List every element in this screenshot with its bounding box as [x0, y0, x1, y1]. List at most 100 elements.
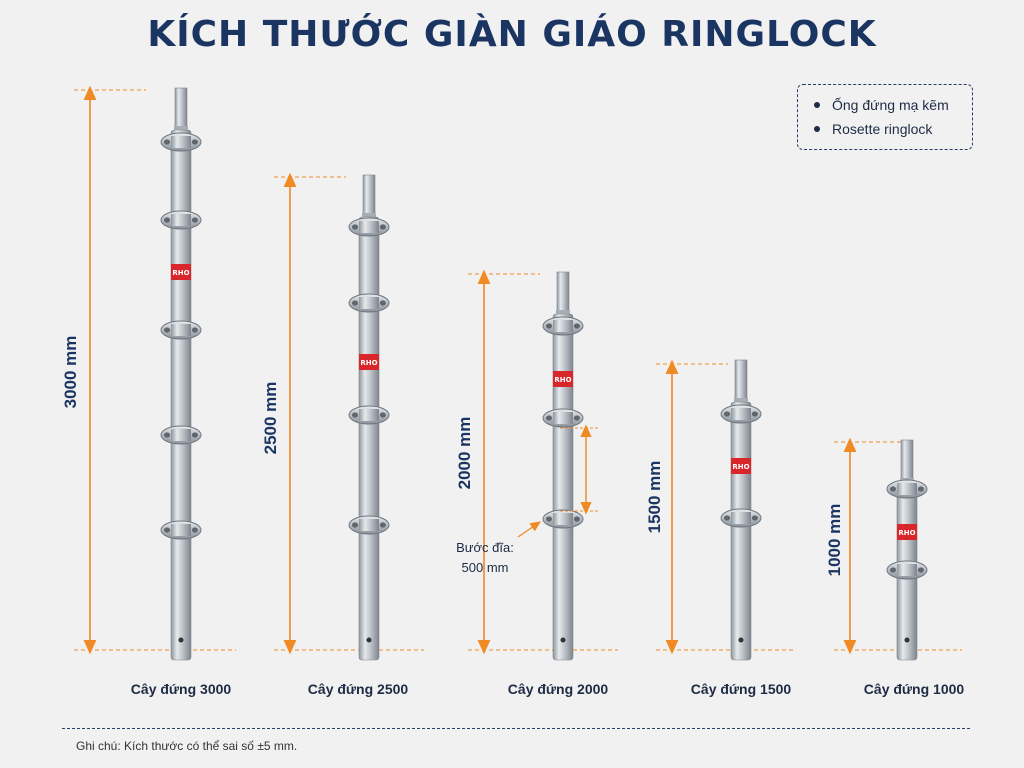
rosette-hole	[546, 516, 552, 522]
rosette-hub	[553, 320, 573, 332]
rosette-hole	[890, 486, 896, 492]
rosette-hole	[379, 412, 386, 418]
bottom-hole	[178, 637, 184, 643]
dimension-label-3000: 3000 mm	[61, 335, 80, 409]
rosette-hole	[191, 432, 198, 438]
spigot-collar	[734, 398, 748, 404]
rosette-hole	[164, 217, 170, 223]
bottom-hole	[560, 637, 566, 643]
dimension-label-1000: 1000 mm	[825, 503, 844, 577]
rosette-hole	[164, 327, 170, 333]
dimension-label-2000: 2000 mm	[455, 416, 474, 490]
rosette-hub	[731, 512, 751, 524]
post-tube-2500	[358, 216, 380, 661]
rosette-hole	[546, 323, 552, 329]
post-tube-2000	[552, 313, 574, 661]
page-title: KÍCH THƯỚC GIÀN GIÁO RINGLOCK	[147, 14, 877, 55]
rosette-hole	[191, 327, 198, 333]
rosette-hole	[352, 522, 358, 528]
footer-note: Ghi chú: Kích thước có thể sai số ±5 mm.	[76, 739, 298, 753]
brand-band	[359, 354, 379, 370]
arrow-icon	[517, 521, 541, 538]
post-caption-1000: Cây đứng 1000	[863, 681, 965, 697]
rosette-hole	[573, 415, 580, 421]
rosette-hole	[352, 224, 358, 230]
legend-item-pipe: Ống đứng mạ kẽm	[814, 93, 972, 117]
spigot-collar	[174, 126, 188, 132]
rosette-hole	[164, 139, 170, 145]
rosette-hole	[352, 412, 358, 418]
bullet-dot-icon	[814, 102, 820, 108]
rosette-hub	[359, 221, 379, 233]
rosette-hole	[751, 515, 758, 521]
spigot-3000	[174, 87, 188, 129]
rosette-hub	[171, 136, 191, 148]
rosette-hole	[191, 139, 198, 145]
bottom-hole	[904, 637, 910, 643]
spigot-1500	[734, 359, 748, 401]
rosette-hole	[546, 415, 552, 421]
dimension-label-2500: 2500 mm	[261, 381, 280, 455]
rosette-hub	[359, 519, 379, 531]
rosette-hub	[897, 564, 917, 576]
spigot-collar	[362, 213, 376, 219]
rosette-hub	[171, 524, 191, 536]
rosette-hub	[359, 297, 379, 309]
spigot-collar	[556, 310, 570, 316]
bullet-dot-icon	[814, 126, 820, 132]
bottom-hole	[366, 637, 372, 643]
rosette-pitch-label: Bước đĩa: 500 mm	[443, 538, 527, 578]
bottom-hole	[738, 637, 744, 643]
brand-band-text: RHO	[898, 529, 915, 537]
rosette-hole	[191, 527, 198, 533]
legend-box: Ống đứng mạ kẽm Rosette ringlock	[797, 84, 973, 150]
rosette-hub	[731, 408, 751, 420]
brand-band-text: RHO	[360, 359, 377, 367]
rosette-hub	[897, 483, 917, 495]
rosette-hole	[917, 486, 924, 492]
rosette-hole	[890, 567, 896, 573]
spigot-1000	[900, 439, 914, 481]
rosette-hole	[164, 432, 170, 438]
spigot-2000	[556, 271, 570, 313]
brand-band	[731, 458, 751, 474]
rosette-hole	[379, 224, 386, 230]
brand-band	[897, 524, 917, 540]
legend-label: Rosette ringlock	[832, 121, 933, 137]
rosette-hub	[359, 409, 379, 421]
rosette-hole	[751, 411, 758, 417]
rosette-hole	[352, 300, 358, 306]
rosette-hub	[171, 324, 191, 336]
brand-band-text: RHO	[172, 269, 189, 277]
post-tube-3000	[170, 129, 192, 661]
brand-band-text: RHO	[732, 463, 749, 471]
rosette-hole	[573, 323, 580, 329]
rosette-hole	[379, 522, 386, 528]
spigot-2500	[362, 174, 376, 216]
rosette-hole	[724, 515, 730, 521]
post-caption-1500: Cây đứng 1500	[690, 681, 792, 697]
post-tube-1500	[730, 401, 752, 661]
post-caption-2500: Cây đứng 2500	[307, 681, 409, 697]
brand-band-text: RHO	[554, 376, 571, 384]
rosette-hole	[191, 217, 198, 223]
legend-label: Ống đứng mạ kẽm	[832, 97, 949, 113]
rosette-hole	[164, 527, 170, 533]
rosette-hub	[171, 429, 191, 441]
footer-divider	[62, 728, 970, 729]
pitch-line-2: 500 mm	[461, 560, 509, 575]
pitch-line-1: Bước đĩa:	[456, 540, 514, 555]
dimension-label-1500: 1500 mm	[645, 460, 664, 534]
rosette-hole	[917, 567, 924, 573]
rosette-hub	[553, 412, 573, 424]
brand-band	[171, 264, 191, 280]
rosette-hub	[553, 513, 573, 525]
legend-item-rosette: Rosette ringlock	[814, 117, 972, 141]
rosette-hole	[724, 411, 730, 417]
rosette-hole	[379, 300, 386, 306]
post-caption-2000: Cây đứng 2000	[507, 681, 609, 697]
post-caption-3000: Cây đứng 3000	[130, 681, 232, 697]
rosette-hole	[573, 516, 580, 522]
rosette-hub	[171, 214, 191, 226]
